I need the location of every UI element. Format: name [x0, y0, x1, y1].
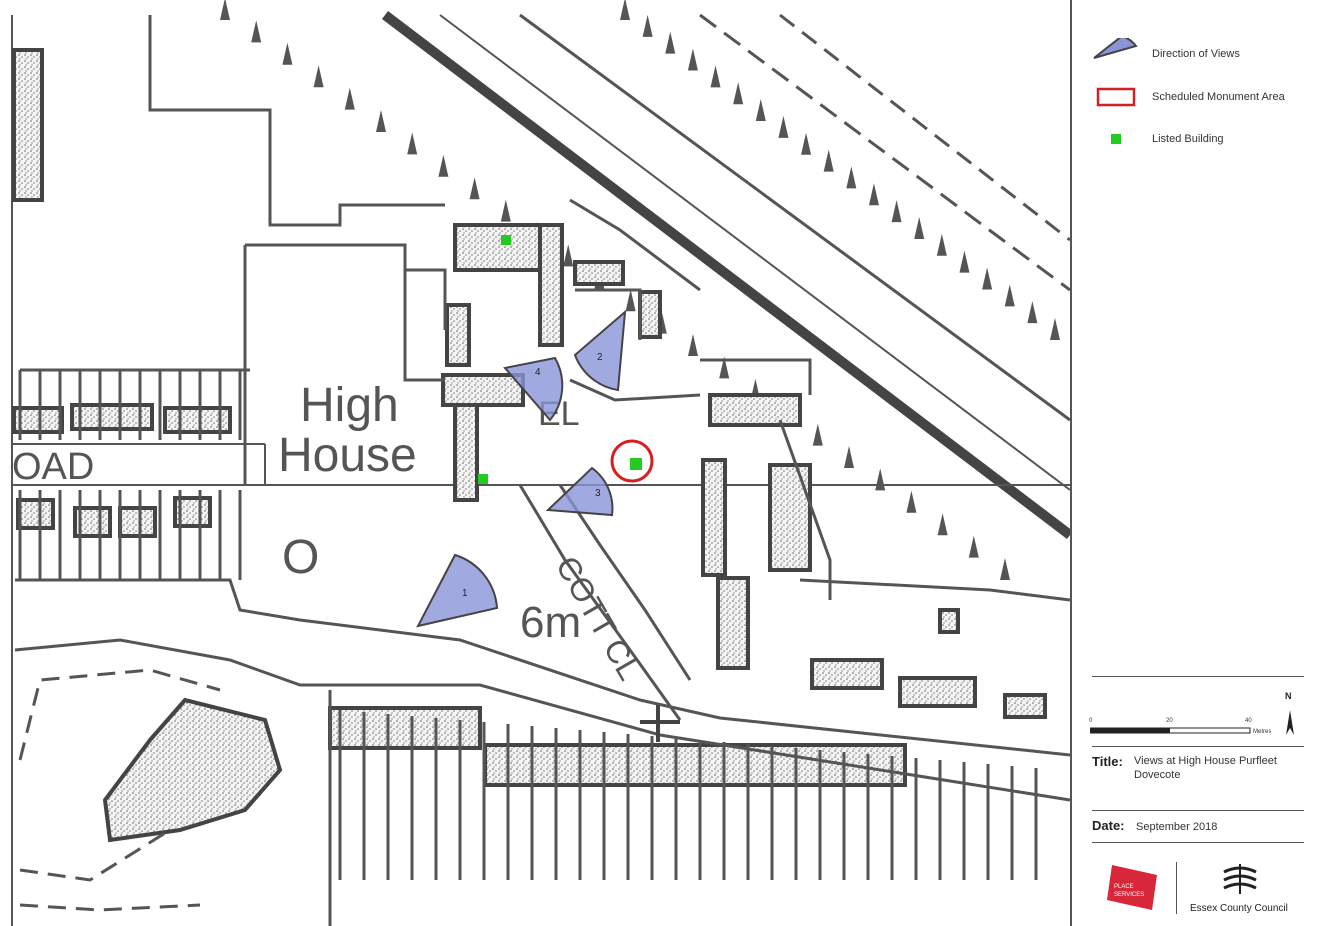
- embankment-mark: [407, 132, 418, 155]
- embankment-mark: [937, 513, 948, 536]
- embankment-mark: [1050, 318, 1060, 340]
- north-arrow-icon: [1286, 710, 1294, 735]
- embankment-mark: [801, 132, 812, 155]
- legend-label-listed: Listed Building: [1152, 133, 1224, 145]
- embankment-mark: [1027, 301, 1038, 324]
- embankment-mark: [1000, 558, 1010, 580]
- legend-label-views: Direction of Views: [1152, 48, 1240, 60]
- embankment-mark: [868, 183, 879, 206]
- date-value: September 2018: [1136, 821, 1218, 833]
- embankment-mark: [936, 233, 947, 256]
- date-key: Date:: [1092, 818, 1125, 833]
- divider: [1092, 810, 1304, 811]
- view-label-4: 4: [535, 367, 541, 378]
- embankment-mark: [982, 267, 993, 290]
- embankment-mark: [755, 99, 766, 122]
- north-label: N: [1285, 691, 1292, 701]
- divider: [1092, 676, 1304, 677]
- embankment-mark: [665, 31, 676, 54]
- scale-tick-0: 0: [1089, 718, 1093, 724]
- embankment-mark: [906, 490, 917, 513]
- embankment-mark: [438, 154, 449, 177]
- embankment-mark: [710, 65, 721, 88]
- embankment-mark: [563, 244, 574, 267]
- legend-item-listed: [1092, 124, 1140, 154]
- embankment-mark: [625, 289, 636, 312]
- council-name: Essex County Council: [1190, 903, 1288, 914]
- scheduled-monument-circle[interactable]: [610, 439, 654, 483]
- scale-tick-20: 20: [1166, 718, 1173, 724]
- embankment-mark: [1004, 284, 1015, 307]
- divider: [1092, 842, 1304, 843]
- embankment-mark: [620, 0, 630, 20]
- view-cone-icon: [1093, 38, 1138, 59]
- embankment-mark: [959, 250, 970, 273]
- embankment-mark: [823, 149, 834, 172]
- view-label-2: 2: [597, 352, 603, 363]
- view-label-3: 3: [595, 488, 601, 499]
- title-key: Title:: [1092, 754, 1123, 769]
- map-label-road: OAD: [12, 446, 95, 488]
- logo-divider: [1176, 862, 1177, 914]
- view-cone-2[interactable]: 2: [573, 309, 627, 392]
- embankment-mark: [220, 0, 230, 20]
- embankment-mark: [846, 166, 857, 189]
- embankment-mark: [733, 82, 744, 105]
- scale-unit: Metres: [1253, 729, 1272, 735]
- embankment-mark: [344, 87, 355, 110]
- legend-panel: Direction of Views Scheduled Monument Ar…: [1070, 0, 1317, 926]
- legend-item-views: [1092, 38, 1140, 68]
- listed-building-marker[interactable]: [501, 235, 511, 245]
- embankment-mark: [688, 334, 698, 356]
- council-crest-icon: [1223, 864, 1257, 894]
- view-label-1: 1: [462, 588, 468, 599]
- fence-lines: [18, 370, 1038, 880]
- embankment-mark: [891, 200, 902, 223]
- embankment-mark: [968, 535, 979, 558]
- embankment-mark: [376, 110, 386, 132]
- embankment-mark: [719, 356, 730, 379]
- map-label-high: High: [300, 379, 399, 432]
- embankment-mark: [500, 199, 511, 222]
- legend-item-monument: [1092, 82, 1140, 112]
- railway-line: [381, 11, 1070, 539]
- listed-building-marker[interactable]: [630, 458, 642, 470]
- red-box-icon: [1096, 87, 1136, 107]
- buildings: [12, 48, 1047, 843]
- view-cone-4[interactable]: 4: [503, 356, 564, 422]
- svg-text:SERVICES: SERVICES: [1114, 892, 1144, 898]
- legend-label-monument: Scheduled Monument Area: [1152, 91, 1285, 103]
- divider: [1092, 746, 1304, 747]
- plot-lines: [14, 15, 1070, 926]
- bench-mark-cross: [640, 705, 680, 742]
- embankment-mark: [812, 423, 823, 446]
- listed-building-marker[interactable]: [478, 474, 488, 484]
- scale-tick-40: 40: [1245, 718, 1252, 724]
- scale-bar: [1090, 710, 1294, 735]
- dashed-boundaries: [18, 13, 1070, 912]
- map-label-o: O: [282, 531, 320, 584]
- embankment-mark: [642, 14, 653, 37]
- title-value: Views at High House Purfleet Dovecote: [1134, 755, 1277, 781]
- os-map: [11, 0, 1070, 926]
- green-square-icon: [1111, 134, 1121, 144]
- embankment-mark: [687, 48, 698, 71]
- map-label-house: House: [278, 429, 417, 482]
- overlay-layer: 1 2 3 4: [416, 235, 654, 628]
- embankment-mark: [469, 177, 480, 200]
- embankment-mark: [778, 115, 789, 138]
- view-cone-3[interactable]: 3: [545, 466, 614, 517]
- embankment-mark: [914, 216, 925, 239]
- embankment-mark: [251, 20, 262, 43]
- view-cone-1[interactable]: 1: [416, 553, 499, 628]
- svg-text:PLACE: PLACE: [1114, 884, 1134, 890]
- place-services-logo: PLACE SERVICES: [1107, 865, 1157, 910]
- map-label-distance: 6m: [520, 598, 582, 647]
- embankment-mark: [313, 65, 324, 88]
- map-canvas[interactable]: High House OAD 6m EL COTT CL O 1 2 3 4: [0, 0, 1070, 926]
- embankment-mark: [844, 446, 854, 468]
- embankment-mark: [282, 42, 293, 65]
